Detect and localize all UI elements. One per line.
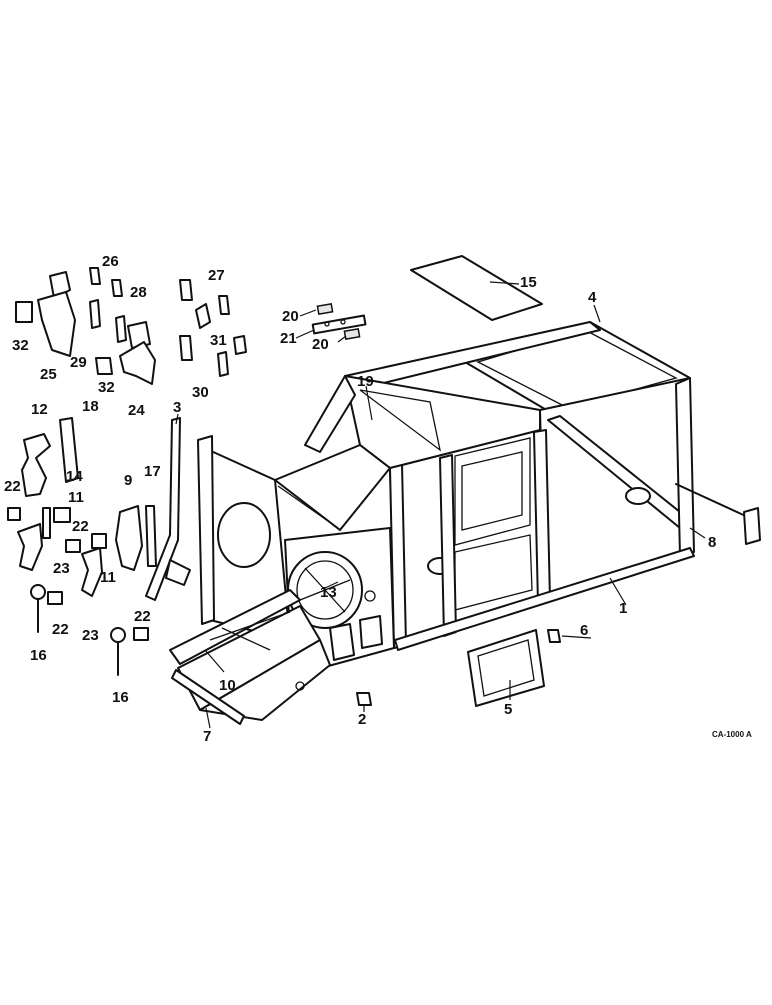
linkage-parts [7, 417, 157, 676]
callout-4: 4 [588, 289, 597, 306]
callout-9: 9 [124, 472, 132, 489]
leader-lines [175, 281, 706, 729]
callout-1: 1 [619, 600, 627, 617]
callout-11a: 11 [68, 489, 84, 506]
gasket [467, 629, 545, 707]
callout-11b: 11 [100, 569, 116, 586]
left-bracket-parts [15, 267, 156, 385]
callout-23a: 23 [53, 560, 70, 577]
callout-32a: 32 [12, 337, 29, 354]
drawing-code: CA-1000 A [712, 730, 752, 739]
callout-29: 29 [70, 354, 87, 371]
callout-16a: 16 [30, 647, 47, 664]
upper-bracket-parts [179, 279, 247, 377]
callout-22d: 22 [134, 608, 151, 625]
callout-23b: 23 [82, 627, 99, 644]
callout-32b: 32 [98, 379, 115, 396]
callout-30: 30 [192, 384, 209, 401]
callout-20a: 20 [282, 308, 299, 325]
callout-8: 8 [708, 534, 716, 551]
callout-3: 3 [173, 399, 181, 416]
nut [356, 692, 372, 706]
callout-24: 24 [128, 402, 145, 419]
callout-16b: 16 [112, 689, 129, 706]
callout-5: 5 [504, 701, 512, 718]
callout-26: 26 [102, 253, 119, 270]
callout-2: 2 [358, 711, 366, 728]
callout-28: 28 [130, 284, 147, 301]
callout-20b: 20 [312, 336, 329, 353]
callout-7: 7 [203, 728, 211, 745]
cover-plate [410, 255, 543, 321]
main-frame-drawing [145, 321, 761, 725]
callout-18: 18 [82, 398, 99, 415]
callout-21: 21 [280, 330, 297, 347]
callout-19: 19 [357, 373, 374, 390]
callout-31: 31 [210, 332, 227, 349]
callout-12: 12 [31, 401, 48, 418]
callout-14: 14 [66, 468, 83, 485]
callout-13: 13 [320, 584, 337, 601]
callout-labels: 1 2 3 4 5 6 7 8 9 10 11 11 12 13 14 15 1… [4, 253, 752, 745]
callout-6: 6 [580, 622, 588, 639]
fastener [547, 629, 561, 643]
callout-25: 25 [40, 366, 57, 383]
callout-27: 27 [208, 267, 225, 284]
callout-22b: 22 [72, 518, 89, 535]
callout-17: 17 [144, 463, 161, 480]
callout-15: 15 [520, 274, 537, 291]
small-brackets [311, 302, 367, 341]
callout-22a: 22 [4, 478, 21, 495]
callout-22c: 22 [52, 621, 69, 638]
callout-10: 10 [219, 677, 236, 694]
